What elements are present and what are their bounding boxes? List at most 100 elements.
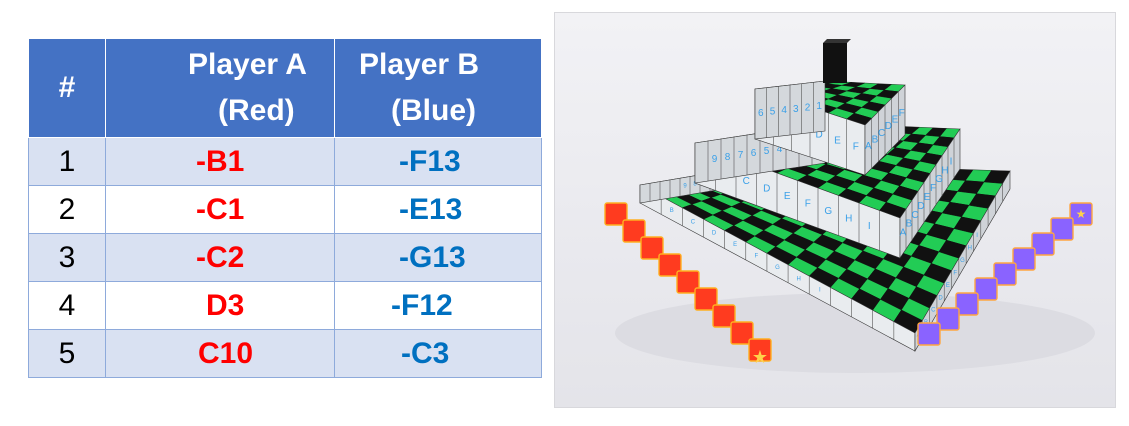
player-b-move: -F13	[334, 137, 542, 186]
tier-1-right-wall-label: H	[968, 245, 972, 251]
tier-3-left-wall-label: 3	[793, 104, 799, 115]
row-number: 5	[28, 329, 106, 378]
blue-piece	[936, 307, 960, 331]
tier-2-right-wall-label: D	[917, 201, 924, 212]
tier-2-front-wall-label: F	[805, 198, 811, 209]
tier-2-left-wall-label: 6	[751, 148, 757, 159]
tier-2-right-wall-label: B	[906, 219, 913, 230]
tier-1-right-wall-label: C	[931, 308, 936, 314]
red-piece	[676, 270, 700, 294]
player-a-move: -C1	[105, 185, 335, 234]
tier-3-front-wall-label: F	[853, 142, 859, 153]
player-a-move: -B1	[105, 137, 335, 186]
header-num-text: #	[58, 71, 76, 104]
table-row: 4 D3 -F12	[28, 281, 542, 330]
table-header-row: # Player A (Red) Player B (Blue)	[28, 38, 542, 138]
player-a-move: D3	[105, 281, 335, 330]
table-row: 1 -B1 -F13	[28, 137, 542, 186]
tier-1-front-wall-label: C	[691, 219, 696, 225]
row-number: 3	[28, 233, 106, 282]
tier-2-left-wall-label: 8	[725, 152, 731, 163]
moves-table: # Player A (Red) Player B (Blue) 1 -B1 -…	[28, 38, 542, 378]
tier-3-left-wall-label: 2	[805, 103, 811, 114]
blue-piece	[993, 262, 1017, 286]
top-pillar-cap	[823, 39, 851, 43]
tier-1-front-wall-label: I	[819, 288, 821, 294]
tier-3-right-wall-label: A	[865, 141, 872, 152]
top-pillar	[823, 43, 847, 83]
tier-2-left-wall-label: 5	[764, 146, 770, 157]
player-a-move: -C2	[105, 233, 335, 282]
tier-3-left-wall-label: 5	[770, 107, 776, 118]
star-icon: ★	[1076, 207, 1087, 221]
tier-1-left-wall-label: 9	[683, 183, 687, 189]
tier-1-front-wall-label: D	[712, 231, 717, 237]
player-b-move: -F12	[334, 281, 542, 330]
tier-3-left-wall-label: 4	[781, 105, 787, 116]
tier-3-front-wall-label: E	[834, 136, 841, 147]
tier-3-right-wall-label: B	[872, 135, 879, 146]
header-num: #	[28, 38, 106, 138]
tier-2-right-wall-label: G	[935, 174, 943, 185]
tier-3-front-wall-label: D	[816, 130, 823, 141]
tier-2-right-wall-label: E	[924, 192, 931, 203]
tier-2-front-wall-label: C	[743, 176, 750, 187]
tier-3-left-wall-label: 6	[758, 108, 764, 119]
tier-3-right-wall-label: D	[885, 121, 892, 132]
blue-piece	[1050, 217, 1074, 241]
pyramid-board: ABCDEFGHI123456789ABCDEFGHIABCDEFGHI1234…	[604, 39, 1095, 373]
tier-2-right-wall-label: C	[911, 210, 918, 221]
blue-piece	[917, 322, 941, 346]
header-player-b: Player B (Blue)	[334, 38, 542, 138]
tier-1-right-wall	[914, 169, 1011, 353]
red-piece	[694, 287, 718, 311]
table-row: 5 C10 -C3	[28, 329, 542, 378]
tier-1-right-wall-label: F	[953, 270, 957, 276]
tier-1-front-wall-label: B	[670, 208, 674, 214]
tier-2-front-wall-label: G	[824, 206, 832, 217]
header-player-a: Player A (Red)	[105, 38, 335, 138]
tier-3-right-wall-label: F	[899, 108, 905, 119]
header-player-b-name: Player B	[359, 48, 480, 81]
board-render: ABCDEFGHI123456789ABCDEFGHIABCDEFGHI1234…	[554, 12, 1116, 408]
tier-3-right-wall-label: E	[892, 115, 899, 126]
table-row: 3 -C2 -G13	[28, 233, 542, 282]
tier-2-right-wall-label: H	[941, 165, 948, 176]
tier-2-left-wall-label: 4	[777, 144, 783, 155]
tier-2-left-wall-label: 9	[712, 154, 718, 165]
red-piece	[730, 321, 754, 345]
row-number: 4	[28, 281, 106, 330]
red-piece	[748, 338, 772, 362]
red-piece	[640, 236, 664, 260]
tier-2-left-wall-label: 7	[738, 150, 744, 161]
tier-1-right-wall-label: E	[946, 283, 950, 289]
tier-1-front-wall-label: H	[796, 276, 800, 282]
tier-2-front-wall-label: E	[784, 191, 791, 202]
table-row: 2 -C1 -E13	[28, 185, 542, 234]
tier-1-right-wall-label: G	[960, 258, 965, 264]
tier-1-front-wall-label: F	[755, 254, 759, 260]
header-player-b-color: (Blue)	[391, 94, 476, 127]
blue-piece	[1012, 247, 1036, 271]
row-number: 1	[28, 137, 106, 186]
tier-2-right-wall-label: A	[900, 228, 907, 239]
player-b-move: -E13	[334, 185, 542, 234]
tier-1-right-wall-label: D	[938, 295, 943, 301]
red-piece	[712, 304, 736, 328]
blue-piece	[955, 292, 979, 316]
star-icon: ★	[752, 347, 768, 367]
tier-2-right-wall-label: I	[950, 156, 953, 167]
tier-2-front-wall-label: D	[763, 183, 770, 194]
tier-2-front-wall-label: I	[868, 221, 871, 232]
tier-1-front-wall-label: E	[733, 242, 737, 248]
red-piece	[604, 202, 628, 226]
header-player-a-name: Player A	[188, 48, 307, 81]
tier-1-front-wall-label: G	[775, 265, 780, 271]
blue-piece	[1031, 232, 1055, 256]
player-a-move: C10	[105, 329, 335, 378]
player-b-move: -G13	[334, 233, 542, 282]
pyramid-board-svg: ABCDEFGHI123456789ABCDEFGHIABCDEFGHI1234…	[604, 39, 1095, 373]
tier-3-right-wall-label: C	[878, 128, 885, 139]
blue-piece	[974, 277, 998, 301]
red-piece	[622, 219, 646, 243]
